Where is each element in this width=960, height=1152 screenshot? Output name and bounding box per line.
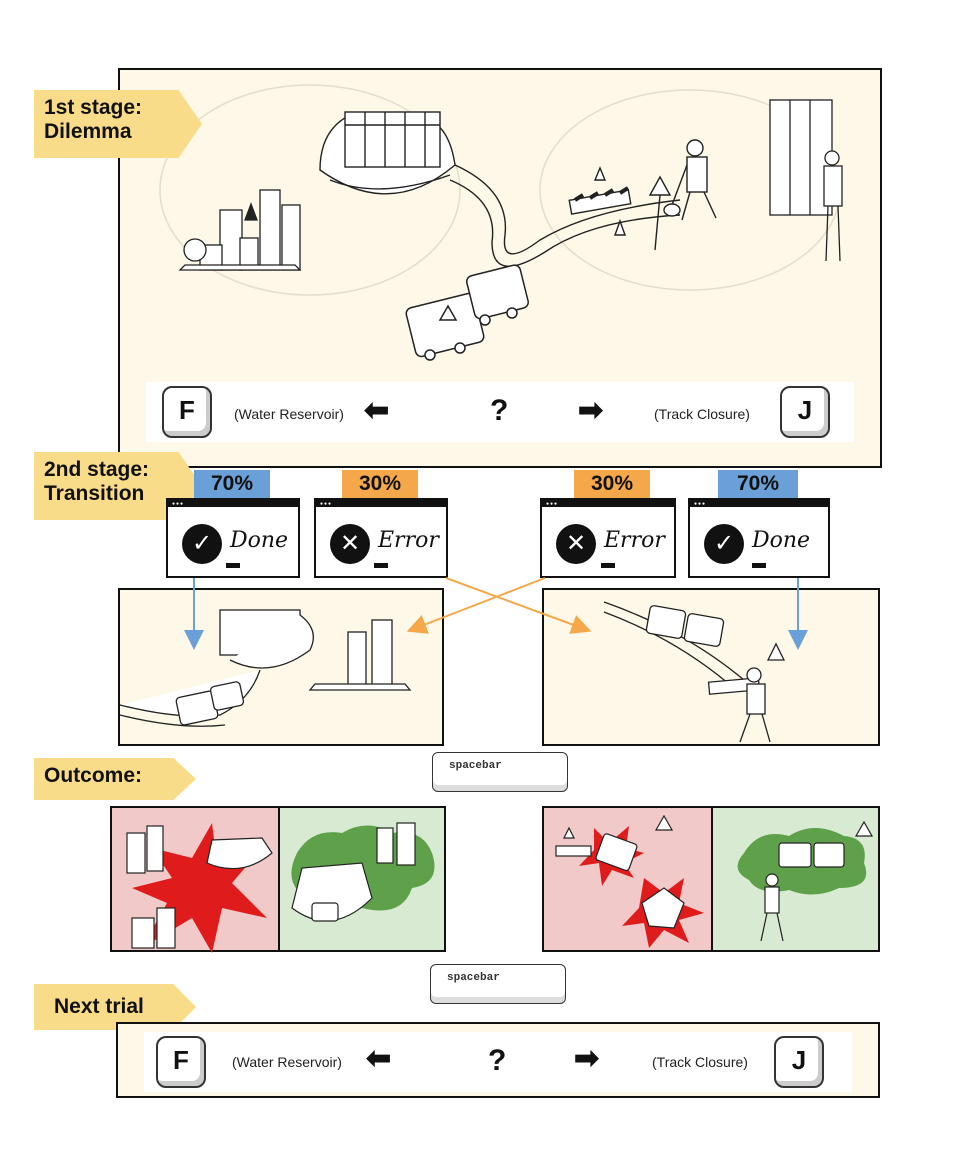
building-icon xyxy=(769,99,843,262)
choice-bar: F (Water Reservoir) ⬅ ? ➡ (Track Closure… xyxy=(146,382,854,442)
right-arrow-icon: ➡ xyxy=(574,1042,600,1075)
result-window-left-error: ●●● ✕ Error xyxy=(314,498,448,578)
percent-right-done: 70% xyxy=(718,470,798,498)
closure-scene-illustration xyxy=(603,601,786,743)
arrow-right-error xyxy=(406,577,546,634)
left-arrow-icon: ⬅ xyxy=(364,394,390,427)
city-icon xyxy=(178,189,302,271)
result-text: Error xyxy=(378,528,439,553)
question-mark: ? xyxy=(490,394,509,427)
right-option-label: (Track Closure) xyxy=(652,1054,748,1070)
transition-scene-closure xyxy=(542,588,880,746)
choice-bar-next: F (Water Reservoir) ⬅ ? ➡ (Track Closure… xyxy=(144,1032,852,1092)
reservoir-outcome-illustration xyxy=(126,822,435,953)
result-window-right-error: ●●● ✕ Error xyxy=(540,498,676,578)
key-f[interactable]: F xyxy=(162,386,212,438)
barrier-icon xyxy=(568,166,672,251)
key-j[interactable]: J xyxy=(774,1036,824,1088)
spacebar-key[interactable]: spacebar xyxy=(430,964,566,1004)
left-arrow-icon: ⬅ xyxy=(366,1042,392,1075)
result-text: Done xyxy=(752,528,811,553)
arrow-left-error xyxy=(445,577,592,634)
trolley-icon xyxy=(405,264,529,361)
stage-label-dilemma: 1st stage: Dilemma xyxy=(34,90,202,158)
result-window-left-done: ●●● ✓ Done xyxy=(166,498,300,578)
left-option-label: (Water Reservoir) xyxy=(232,1054,342,1070)
x-icon: ✕ xyxy=(330,524,370,564)
percent-right-error: 30% xyxy=(574,470,650,498)
result-text: Error xyxy=(604,528,665,553)
stage-label-outcome: Outcome: xyxy=(34,758,196,800)
check-icon: ✓ xyxy=(704,524,744,564)
right-arrow-icon: ➡ xyxy=(578,394,604,427)
question-mark: ? xyxy=(488,1044,507,1077)
worker-icon xyxy=(663,139,717,221)
left-option-label: (Water Reservoir) xyxy=(234,406,344,422)
check-icon: ✓ xyxy=(182,524,222,564)
spacebar-key[interactable]: spacebar xyxy=(432,752,568,792)
key-f[interactable]: F xyxy=(156,1036,206,1088)
closure-outcome-illustration xyxy=(555,814,874,948)
transition-scene-reservoir xyxy=(118,588,444,746)
outcome-reservoir xyxy=(110,806,446,953)
x-icon: ✕ xyxy=(556,524,596,564)
result-window-right-done: ●●● ✓ Done xyxy=(688,498,830,578)
percent-left-done: 70% xyxy=(194,470,270,498)
right-option-label: (Track Closure) xyxy=(654,406,750,422)
percent-left-error: 30% xyxy=(342,470,418,498)
reservoir-scene-illustration xyxy=(119,609,412,727)
key-j[interactable]: J xyxy=(780,386,830,438)
dilemma-illustration xyxy=(159,84,843,361)
result-text: Done xyxy=(230,528,289,553)
outcome-closure xyxy=(542,806,880,952)
reservoir-icon xyxy=(319,111,456,195)
